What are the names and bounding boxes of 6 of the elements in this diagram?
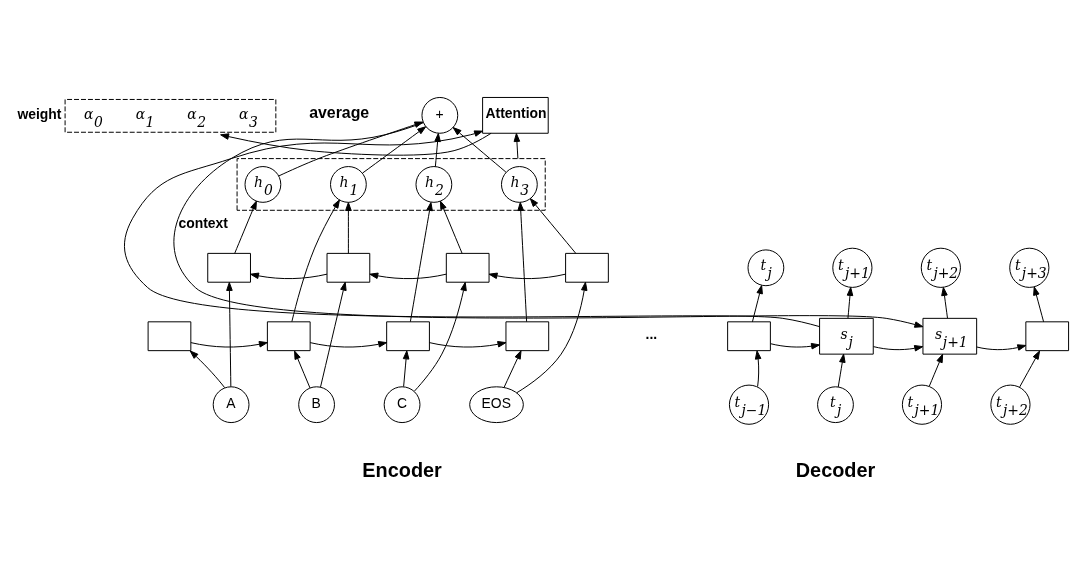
- label: Encoder: [362, 459, 442, 482]
- label: ...: [645, 325, 658, 342]
- node-label: average: [309, 104, 370, 122]
- node-label: weight: [17, 105, 62, 122]
- edge-label: context: [178, 215, 228, 232]
- label: Decoder: [795, 459, 876, 482]
